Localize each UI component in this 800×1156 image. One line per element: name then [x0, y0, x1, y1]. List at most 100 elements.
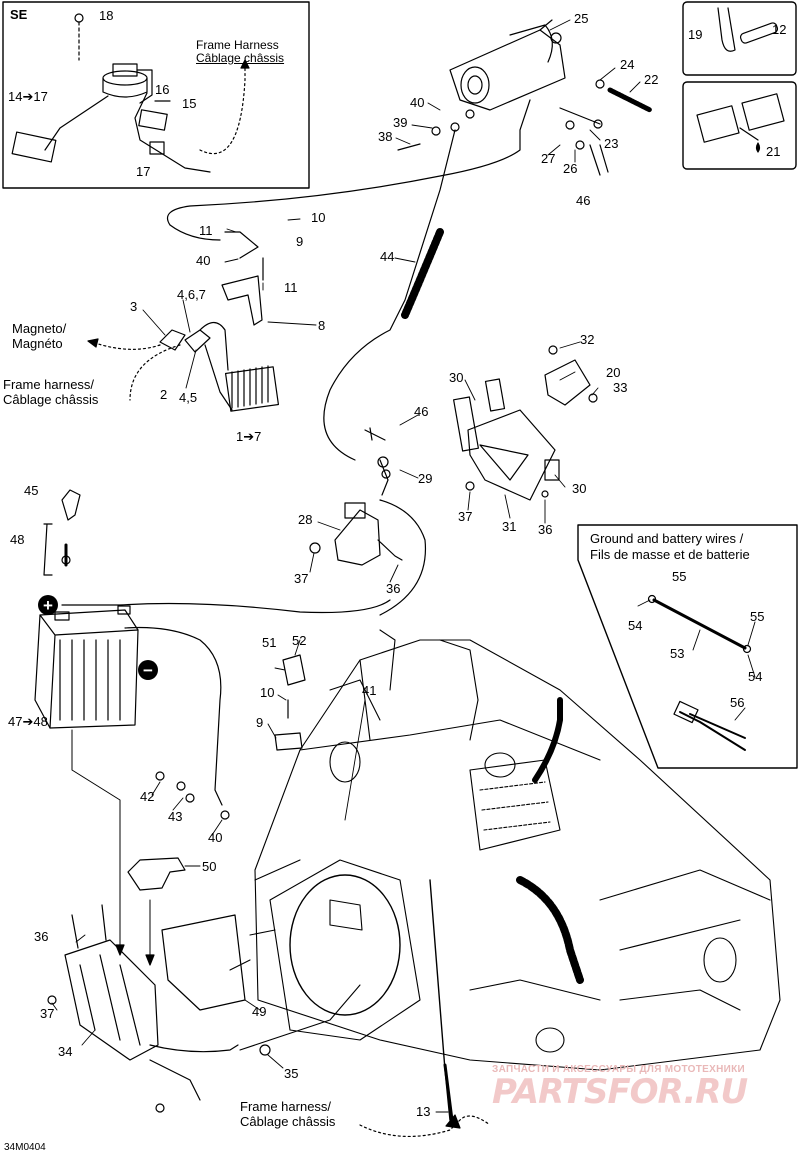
part-label: 37: [458, 509, 473, 524]
part-label: 40: [410, 95, 425, 110]
se-frame-harness-en: Frame Harness: [196, 38, 279, 52]
part-label: 9: [256, 715, 264, 730]
magneto-label-en: Magneto/: [12, 321, 67, 336]
watermark-tagline: ЗАПЧАСТИ И АКСЕССУАРЫ ДЛЯ МОТОТЕХНИКИ: [492, 1064, 745, 1075]
part-label: 13: [416, 1104, 431, 1119]
inset-connector-frame: [682, 81, 797, 170]
part-label: 56: [730, 695, 745, 710]
part-label: 40: [208, 830, 223, 845]
positive-cable: [61, 599, 391, 614]
part-label: 36: [538, 522, 553, 537]
frame-harness-label-en: Frame harness/: [3, 377, 95, 392]
part-label: 40: [196, 253, 211, 268]
magneto-label-fr: Magnéto: [12, 336, 63, 351]
part-label: 52: [292, 633, 307, 648]
negative-symbol: [138, 660, 158, 680]
part-label: 37: [40, 1006, 55, 1021]
part-label: 17: [136, 164, 151, 179]
part-label: 1➔7: [236, 429, 262, 444]
part-label: 18: [99, 8, 114, 23]
bottom-harness-label-en: Frame harness/: [240, 1099, 332, 1114]
part-label: 35: [284, 1066, 299, 1081]
bottom-harness-arrow: [359, 1115, 491, 1137]
se-sender-unit: [11, 13, 211, 173]
leader-lines: [51, 19, 756, 1113]
fuel-pump-parts-51-52: [282, 654, 306, 686]
part-label: 43: [168, 809, 183, 824]
se-frame-harness-fr: Câblage châssis: [196, 51, 285, 65]
part-label: 28: [298, 512, 313, 527]
part-label: 38: [378, 129, 393, 144]
sleeve-44: [401, 228, 444, 319]
part-label: 4,5: [179, 390, 198, 405]
part-label: 34: [58, 1044, 73, 1059]
part-label: 2: [160, 387, 168, 402]
battery-tray: [47, 904, 271, 1113]
cable-tie-drawing: [717, 7, 779, 52]
ground-inset-title-en: Ground and battery wires /: [590, 531, 744, 546]
watermark: ЗАПЧАСТИ И АКСЕССУАРЫ ДЛЯ МОТОТЕХНИКИ PA…: [492, 1064, 792, 1109]
part-label: 20: [606, 365, 621, 380]
ground-wire-drawing: [647, 594, 752, 751]
part-label: 24: [620, 57, 635, 72]
ignition-coil: [309, 427, 427, 616]
part-label: 41: [362, 683, 377, 698]
part-label: 30: [572, 481, 587, 496]
part-label: 26: [563, 161, 578, 176]
part-label: 30: [449, 370, 464, 385]
part-label: 47➔48: [8, 714, 48, 729]
part-label: 27: [541, 151, 556, 166]
starter-assembly: [449, 19, 566, 111]
part-label: 45: [24, 483, 39, 498]
part-label: 21: [766, 144, 781, 159]
part-label: 19: [688, 27, 703, 42]
part-label: 10: [260, 685, 275, 700]
part-label: 46: [414, 404, 429, 419]
part-label: 4,6,7: [177, 287, 206, 302]
part-label: 54: [748, 669, 763, 684]
part-label: 32: [580, 332, 595, 347]
connector-drawing: [696, 93, 785, 153]
ground-inset-title-fr: Fils de masse et de batterie: [590, 547, 750, 562]
watermark-logo: PARTSFOR.RU: [492, 1072, 748, 1112]
part-label: 31: [502, 519, 517, 534]
part-label: 55: [672, 569, 687, 584]
vehicle-frame: [229, 629, 781, 1121]
document-code: 34M0404: [4, 1142, 46, 1153]
frame-harness-label-fr: Câblage châssis: [3, 392, 99, 407]
se-badge: SE: [10, 7, 28, 22]
part-label: 49: [252, 1004, 267, 1019]
part-label: 10: [311, 210, 326, 225]
starter-cable: [166, 99, 531, 241]
battery: [34, 605, 139, 729]
part-label: 48: [10, 532, 25, 547]
frame-harness-arrow: [129, 344, 181, 401]
part-label: 3: [130, 299, 138, 314]
inset-ground-frame: [577, 524, 798, 769]
part-label: 37: [294, 571, 309, 586]
positive-symbol: [38, 595, 58, 615]
magneto-arrow: [91, 341, 161, 350]
part-label: 42: [140, 789, 155, 804]
part-label: 11: [284, 280, 298, 295]
part-label: 22: [644, 72, 659, 87]
part-label: 53: [670, 646, 685, 661]
part-label: 9: [296, 234, 304, 249]
part-label: 50: [202, 859, 217, 874]
part-label: 33: [613, 380, 628, 395]
part-label: 8: [318, 318, 326, 333]
part-label: 14➔17: [8, 89, 48, 104]
part-label: 46: [576, 193, 591, 208]
se-harness-arrow: [199, 61, 246, 155]
inset-tie-frame: [682, 1, 797, 76]
battery-arrow: [71, 729, 121, 951]
part-label: 16: [155, 82, 170, 97]
part-label: 36: [386, 581, 401, 596]
part-label: 11: [199, 223, 213, 238]
part-label: 54: [628, 618, 643, 633]
part-label: 29: [418, 471, 433, 486]
part-label: 51: [262, 635, 277, 650]
part-label: 36: [34, 929, 49, 944]
battery-holder: [127, 857, 246, 1011]
